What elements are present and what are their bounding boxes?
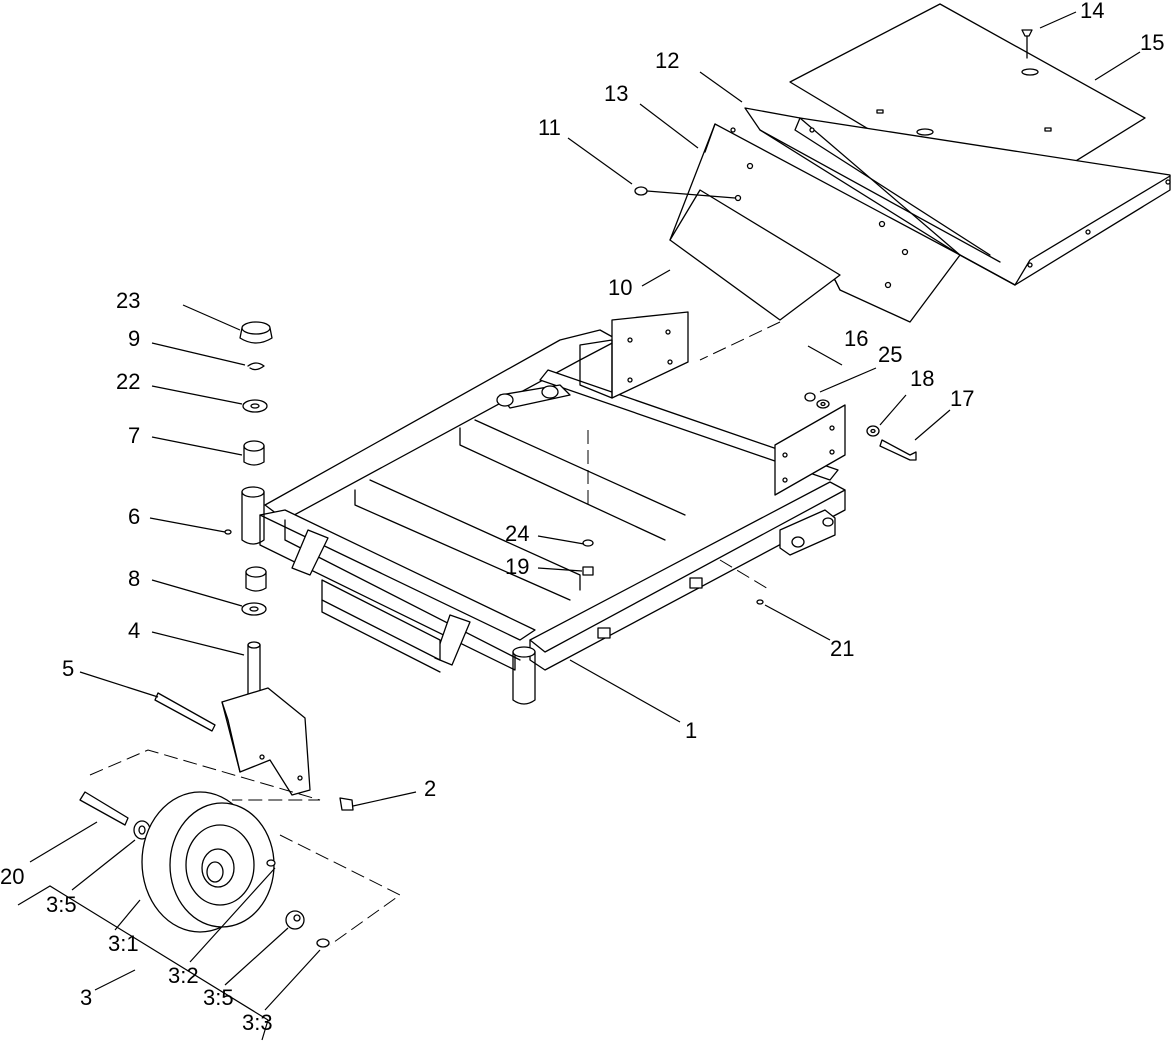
callout-20: 20 [0,864,24,889]
grease-fitting-3-2 [266,859,276,867]
main-frame [241,311,846,705]
callout-15: 15 [1140,30,1164,55]
callout-10: 10 [608,275,632,300]
washer-22 [242,399,268,413]
bolt-14 [1021,29,1033,59]
panel-flap [669,189,841,321]
callout-19: 19 [505,554,529,579]
callout-3-1: 3:1 [108,931,139,956]
nut-2 [339,797,354,811]
callout-22: 22 [116,369,140,394]
caster-fork [221,687,311,796]
callout-23: 23 [116,288,140,313]
callout-4: 4 [128,618,140,643]
leader-lines [17,11,1141,1041]
callout-3-3: 3:3 [242,1010,273,1035]
set-screw-6 [224,529,232,535]
callout-12: 12 [655,48,679,73]
nut-24 [582,539,594,547]
callout-8: 8 [128,566,140,591]
washer-18 [866,425,880,437]
dust-cap-23 [239,321,273,344]
bolt-3-3 [316,938,330,948]
callout-9: 9 [128,326,140,351]
callout-21: 21 [830,636,854,661]
callout-13: 13 [604,81,628,106]
callout-6: 6 [128,504,140,529]
callout-3: 3 [80,985,92,1010]
bushing-8 [241,566,267,616]
callout-11: 11 [538,115,561,140]
callout-16: 16 [844,326,868,351]
callout-3-5-left: 3:5 [46,892,77,917]
nut-19 [582,566,594,576]
callout-3-2: 3:2 [168,963,199,988]
callout-2: 2 [424,776,436,801]
callout-3-5-right: 3:5 [203,985,234,1010]
bearing-3-5-right [285,910,305,930]
axle-spacer-20 [79,791,129,826]
callout-7: 7 [128,423,140,448]
screw-11 [634,186,736,199]
callout-17: 17 [950,386,974,411]
bolt-17 [879,439,917,461]
callout-5: 5 [62,656,74,681]
callout-18: 18 [910,366,934,391]
nut-16 [804,392,816,402]
callout-14: 14 [1080,0,1104,23]
bolt-21 [756,599,764,605]
callout-25: 25 [878,342,902,367]
wheel-tire [141,791,275,933]
bushing-7 [243,440,265,466]
snap-ring-9 [247,362,265,371]
callout-24: 24 [505,521,529,546]
washer-25 [816,399,830,409]
callout-1: 1 [685,718,697,743]
axle-bolt-5 [154,692,216,732]
